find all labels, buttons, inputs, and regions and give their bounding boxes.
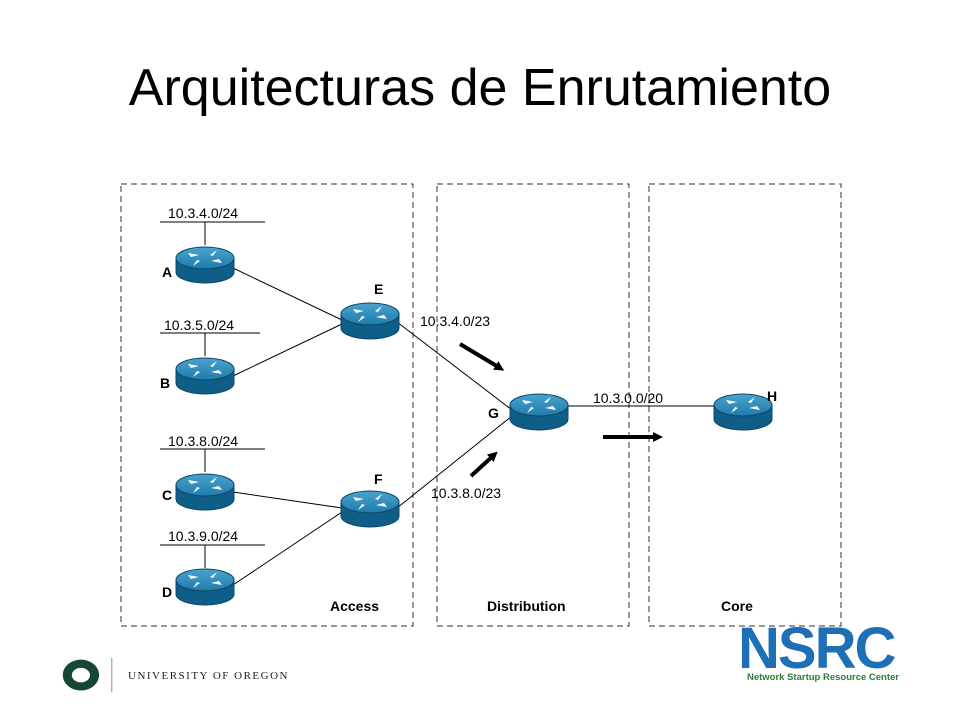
- network-c-label: 10.3.8.0/24: [168, 433, 238, 449]
- summary-e-label: 10.3.4.0/23: [420, 313, 490, 329]
- nsrc-wordmark: NSRC: [738, 620, 895, 672]
- nsrc-full-name: Network Startup Resource Center: [746, 672, 900, 683]
- network-d-label: 10.3.9.0/24: [168, 528, 238, 544]
- arrow-e-to-g: [458, 342, 505, 371]
- slide-title: Arquitecturas de Enrutamiento: [128, 59, 832, 117]
- link-d-f: [232, 511, 343, 586]
- summary-g-label: 10.3.0.0/20: [593, 390, 663, 406]
- router-a-icon: [175, 246, 235, 284]
- router-g-label: G: [488, 405, 499, 421]
- summary-f-label: 10.3.8.0/23: [431, 485, 501, 501]
- router-d-icon: [175, 568, 235, 606]
- router-h-label: H: [767, 388, 777, 404]
- router-a-label: A: [162, 264, 172, 280]
- router-e-label: E: [374, 281, 383, 297]
- router-b-label: B: [160, 375, 170, 391]
- access-zone-label: Access: [330, 598, 379, 614]
- network-b-label: 10.3.5.0/24: [164, 317, 234, 333]
- link-e-g: [396, 321, 513, 411]
- link-c-f: [232, 491, 343, 509]
- router-h-icon: [713, 393, 773, 431]
- link-a-e: [232, 267, 343, 321]
- router-e-icon: [340, 302, 400, 340]
- core-zone-label: Core: [721, 598, 753, 614]
- arrow-f-to-g: [469, 451, 498, 478]
- university-name: UNIVERSITY OF OREGON: [128, 670, 289, 682]
- distribution-zone: [436, 183, 630, 627]
- router-c-icon: [175, 473, 235, 511]
- nsrc-logo: NSRC: [738, 620, 897, 672]
- router-f-label: F: [374, 471, 383, 487]
- core-zone: [648, 183, 842, 627]
- router-g-icon: [509, 393, 569, 431]
- router-d-label: D: [162, 584, 172, 600]
- link-f-g: [396, 415, 513, 509]
- network-a-label: 10.3.4.0/24: [168, 205, 238, 221]
- router-c-label: C: [162, 487, 172, 503]
- distribution-zone-label: Distribution: [487, 598, 566, 614]
- router-f-icon: [340, 490, 400, 528]
- access-zone: [120, 183, 414, 627]
- link-b-e: [232, 323, 343, 377]
- router-b-icon: [175, 357, 235, 395]
- university-of-oregon-logo: [62, 657, 113, 693]
